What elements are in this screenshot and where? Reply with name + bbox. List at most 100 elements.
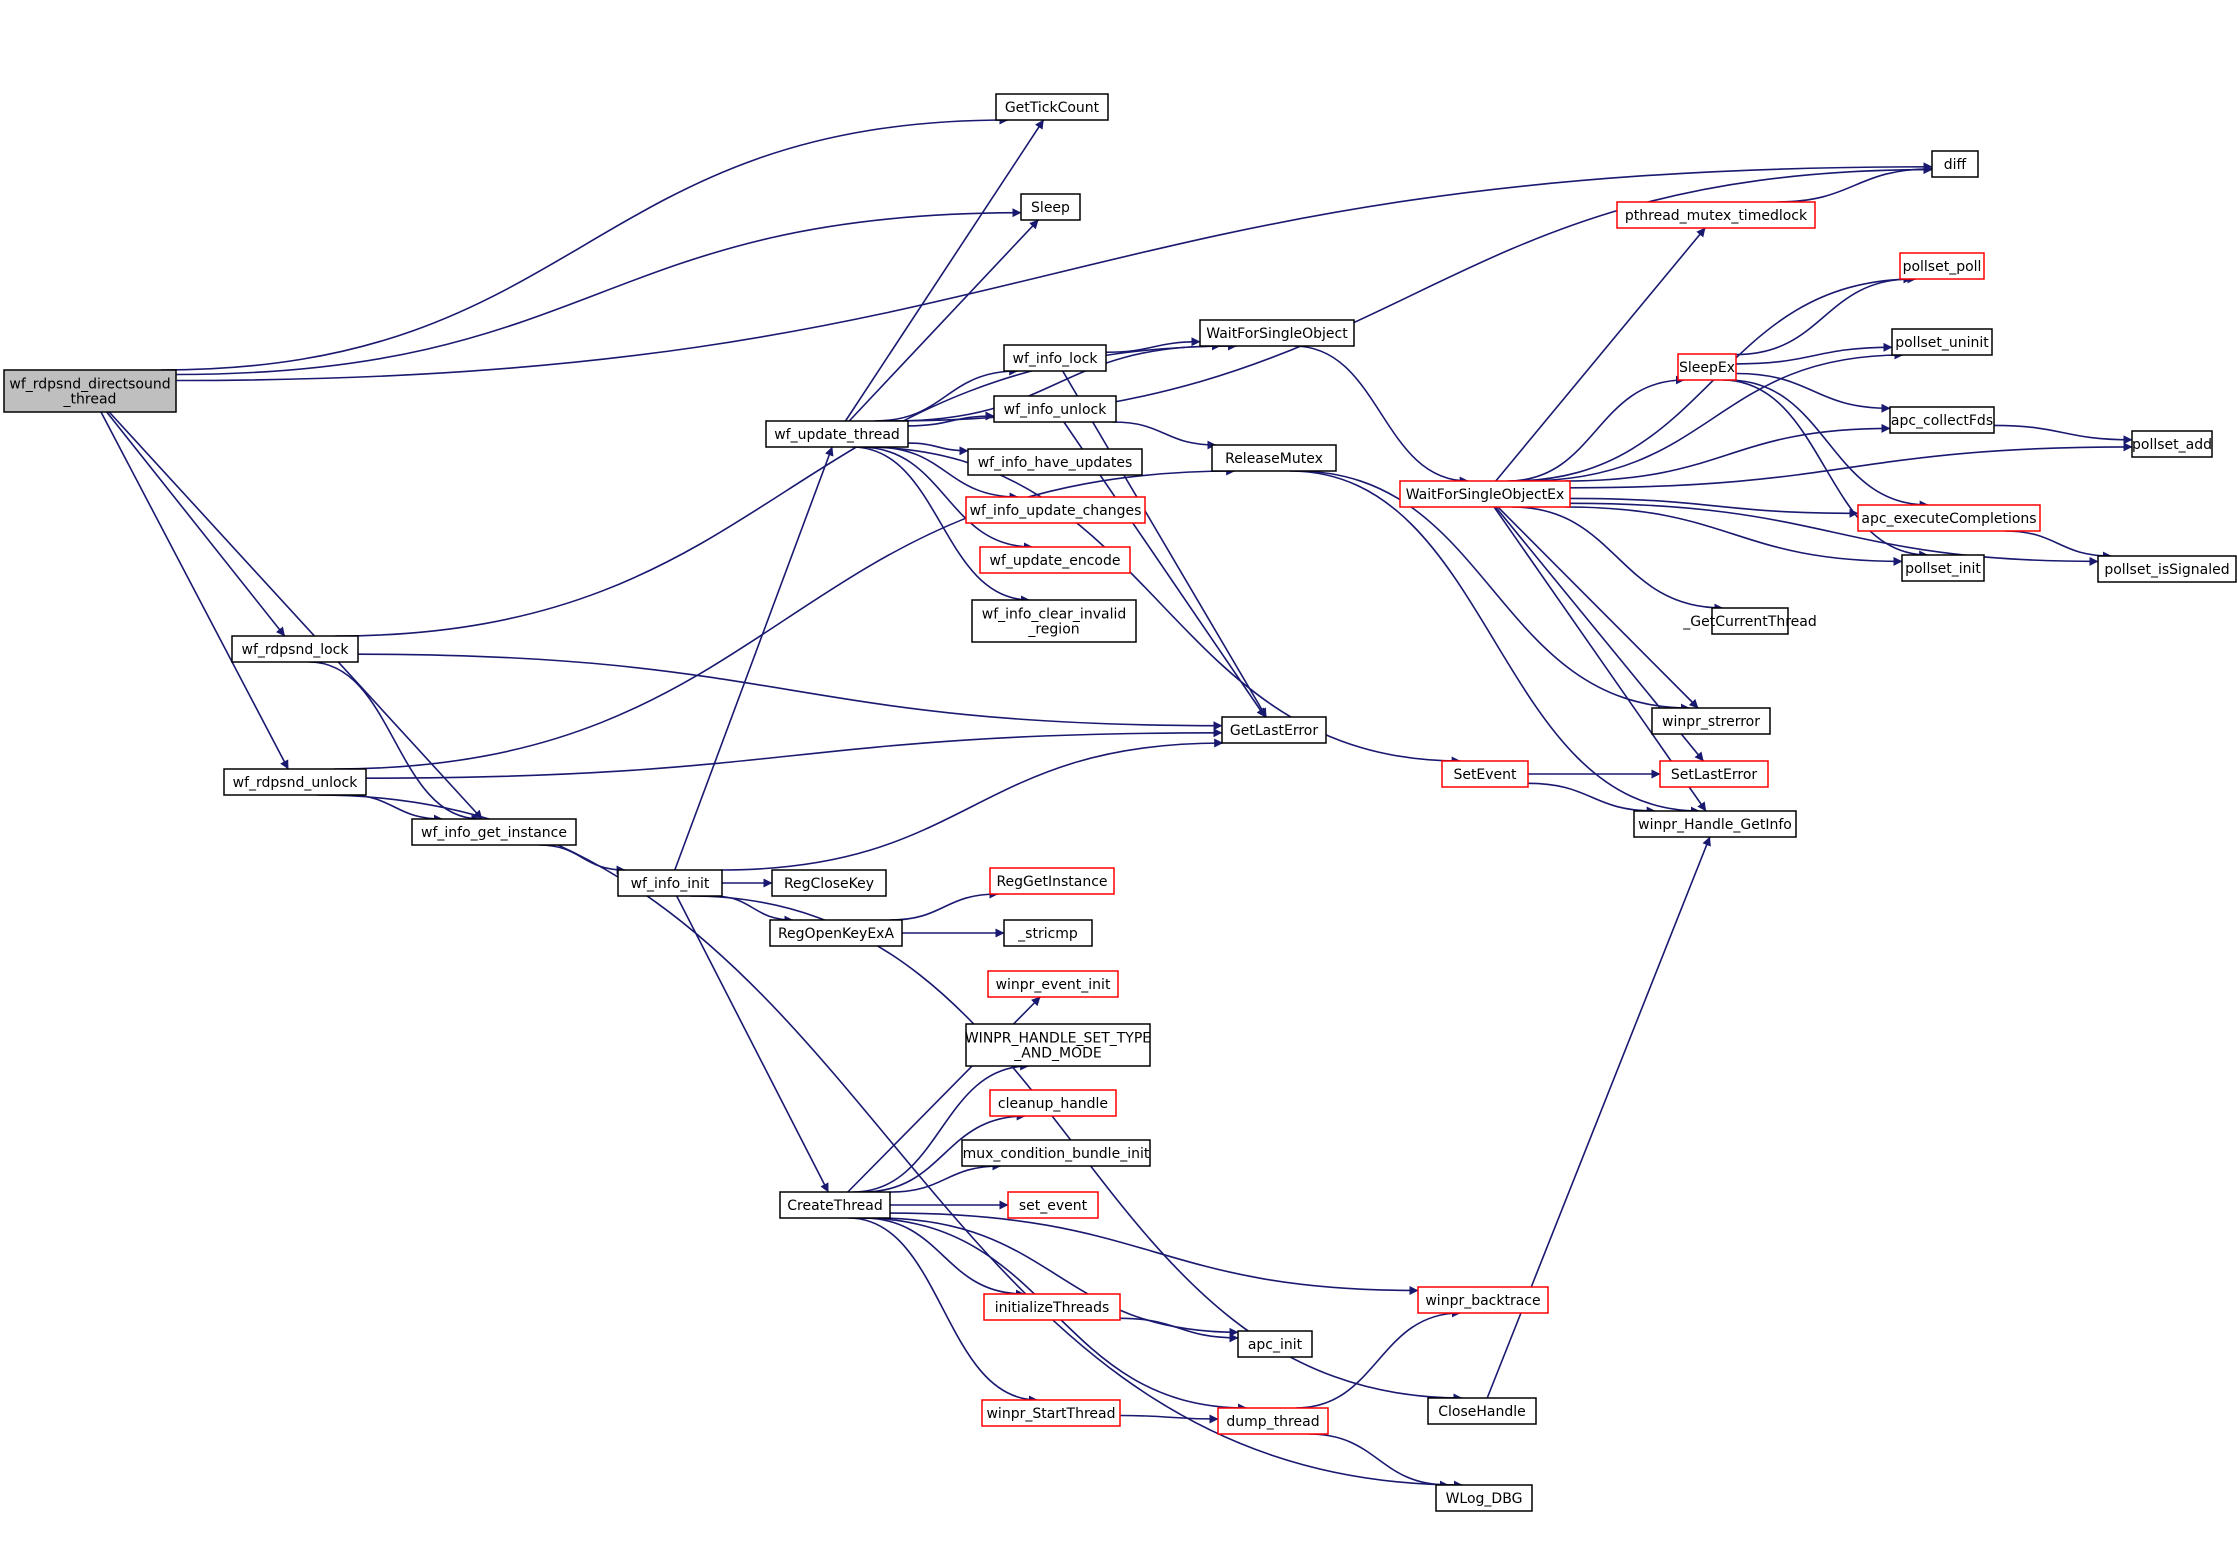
edge-root-to-sleep — [175, 208, 1022, 376]
node-setevent[interactable]: SetEvent — [1441, 760, 1529, 788]
node-wf-info-init[interactable]: wf_info_init — [617, 869, 723, 897]
edge-createthread-to-cleanup-handle — [862, 1111, 1026, 1193]
node-label: _thread — [63, 392, 117, 408]
node-winpr-strerror[interactable]: winpr_strerror — [1651, 707, 1771, 735]
node-box — [3, 369, 177, 413]
node-wlog-dbg[interactable]: WLog_DBG — [1435, 1484, 1533, 1512]
node-reggetinstance[interactable]: RegGetInstance — [989, 867, 1115, 895]
node-regclosekey[interactable]: RegCloseKey — [771, 869, 887, 897]
node-box — [1651, 707, 1771, 735]
node-wf-rdpsnd-unlock[interactable]: wf_rdpsnd_unlock — [223, 768, 367, 796]
edge-wf-update-thread-to-waitforsingleobject — [893, 341, 1221, 422]
node-label: wf_rdpsnd_unlock — [233, 775, 359, 791]
node-box — [1441, 760, 1529, 788]
node-label: Sleep — [1031, 200, 1070, 216]
node-layer: wf_rdpsnd_directsound_thread GetTickCount… — [3, 93, 2237, 1512]
node-releasemutex[interactable]: ReleaseMutex — [1211, 444, 1337, 472]
node-pollset-add[interactable]: pollset_add — [2131, 430, 2213, 458]
node-pthread-mutex-timedlock[interactable]: pthread_mutex_timedlock — [1616, 201, 1816, 229]
node-dump-thread[interactable]: dump_thread — [1217, 1407, 1329, 1435]
node-createthread[interactable]: CreateThread — [779, 1191, 891, 1219]
node-mux-condition-bundle-init[interactable]: mux_condition_bundle_init — [961, 1139, 1151, 1167]
node-waitforsingleobjectex[interactable]: WaitForSingleObjectEx — [1399, 480, 1571, 508]
node-closehandle[interactable]: CloseHandle — [1427, 1397, 1537, 1425]
node-label: wf_info_update_changes — [970, 503, 1142, 519]
edge-winpr-startthread-to-dump-thread — [1119, 1414, 1219, 1424]
node-box — [1901, 554, 1985, 582]
edge-createthread-to-winpr-startthread — [848, 1217, 1038, 1405]
node-gettickcount[interactable]: GetTickCount — [995, 93, 1109, 121]
node-stricmp[interactable]: _stricmp — [1003, 919, 1093, 947]
node-pollset-issignaled[interactable]: pollset_isSignaled — [2097, 555, 2237, 583]
node-wf-update-thread[interactable]: wf_update_thread — [765, 420, 909, 448]
edge-apc-executecompletions-to-pollset-issignaled — [2004, 530, 2112, 561]
node-label: _region — [1027, 622, 1079, 638]
node-pollset-init[interactable]: pollset_init — [1901, 554, 1985, 582]
node-winpr-backtrace[interactable]: winpr_backtrace — [1417, 1286, 1549, 1314]
node-initializethreads[interactable]: initializeThreads — [983, 1293, 1121, 1321]
node-box — [1237, 1330, 1313, 1358]
node-diff[interactable]: diff — [1931, 150, 1979, 178]
node-box — [989, 1089, 1117, 1117]
edge-wf-info-lock-to-getlasterror — [1062, 370, 1267, 718]
node-winpr-startthread[interactable]: winpr_StartThread — [981, 1399, 1121, 1427]
node-sleep[interactable]: Sleep — [1020, 193, 1081, 221]
node-pollset-poll[interactable]: pollset_poll — [1899, 252, 1985, 280]
node-box — [1899, 252, 1985, 280]
node-wf-info-lock[interactable]: wf_info_lock — [1003, 344, 1107, 372]
node-waitforsingleobject[interactable]: WaitForSingleObject — [1199, 319, 1355, 347]
node-setlasterror[interactable]: SetLastError — [1659, 760, 1769, 788]
node-box — [1003, 919, 1093, 947]
node-wf-info-have-updates[interactable]: wf_info_have_updates — [967, 448, 1143, 476]
node-label: winpr_Handle_GetInfo — [1638, 817, 1792, 833]
node-label: _stricmp — [1017, 926, 1078, 942]
node-apc-executecompletions[interactable]: apc_executeCompletions — [1857, 504, 2041, 532]
edge-wf-update-thread-to-wf-update-encode — [859, 446, 1033, 552]
edge-pthread-mutex-timedlock-to-diff — [1776, 164, 1933, 203]
node-regopenkeyexa[interactable]: RegOpenKeyExA — [769, 919, 903, 947]
node-box — [1659, 760, 1769, 788]
node-wf-rdpsnd-lock[interactable]: wf_rdpsnd_lock — [231, 635, 359, 663]
node-pollset-uninit[interactable]: pollset_uninit — [1891, 328, 1993, 356]
node-label: CloseHandle — [1438, 1404, 1526, 1420]
edge-wf-rdpsnd-lock-to-getlasterror — [357, 653, 1223, 731]
node-wf-update-encode[interactable]: wf_update_encode — [979, 546, 1131, 574]
node-box — [223, 768, 367, 796]
node-apc-collectfds[interactable]: apc_collectFds — [1889, 406, 1995, 434]
node-wf-info-get-instance[interactable]: wf_info_get_instance — [411, 818, 577, 846]
node-box — [1891, 328, 1993, 356]
node-box — [1857, 504, 2041, 532]
edge-waitforsingleobjectex-to-pthread-mutex-timedlock — [1495, 227, 1706, 482]
node-box — [981, 1399, 1121, 1427]
node-box — [965, 1023, 1151, 1067]
node-set-event[interactable]: set_event — [1007, 1191, 1099, 1219]
edge-waitforsingleobjectex-to-getcurrentthread — [1512, 506, 1724, 613]
node-wf-info-unlock[interactable]: wf_info_unlock — [993, 395, 1117, 423]
node-label: pollset_isSignaled — [2104, 562, 2229, 578]
node-wf-info-update-changes[interactable]: wf_info_update_changes — [965, 496, 1146, 524]
node-winpr-handle-getinfo[interactable]: winpr_Handle_GetInfo — [1633, 810, 1797, 838]
node-winpr-handle-set-type[interactable]: WINPR_HANDLE_SET_TYPE_AND_MODE — [965, 1023, 1151, 1067]
edge-wf-rdpsnd-unlock-to-wf-info-get-instance — [346, 794, 443, 824]
node-box — [1199, 319, 1355, 347]
edge-regopenkeyexa-to-reggetinstance — [889, 889, 999, 921]
node-winpr-event-init[interactable]: winpr_event_init — [987, 970, 1119, 998]
node-sleepex[interactable]: SleepEx — [1677, 353, 1737, 381]
node-box — [771, 869, 887, 897]
edge-createthread-to-initializethreads — [862, 1217, 1025, 1299]
node-box — [1020, 193, 1081, 221]
node-wf-info-clear-invalid[interactable]: wf_info_clear_invalid_region — [971, 599, 1137, 643]
edge-wf-info-init-to-createthread — [675, 895, 830, 1193]
edge-wf-rdpsnd-lock-to-wf-info-get-instance — [309, 661, 481, 824]
node-box — [1217, 1407, 1329, 1435]
node-root[interactable]: wf_rdpsnd_directsound_thread — [3, 369, 177, 413]
node-cleanup-handle[interactable]: cleanup_handle — [989, 1089, 1117, 1117]
node-label: winpr_strerror — [1662, 714, 1760, 730]
node-box — [1003, 344, 1107, 372]
node-box — [2097, 555, 2237, 583]
node-apc-init[interactable]: apc_init — [1237, 1330, 1313, 1358]
node-label: winpr_StartThread — [986, 1406, 1115, 1422]
node-label: dump_thread — [1226, 1414, 1319, 1430]
node-getlasterror[interactable]: GetLastError — [1221, 716, 1327, 744]
node-getcurrentthread[interactable]: _GetCurrentThread — [1682, 607, 1817, 635]
